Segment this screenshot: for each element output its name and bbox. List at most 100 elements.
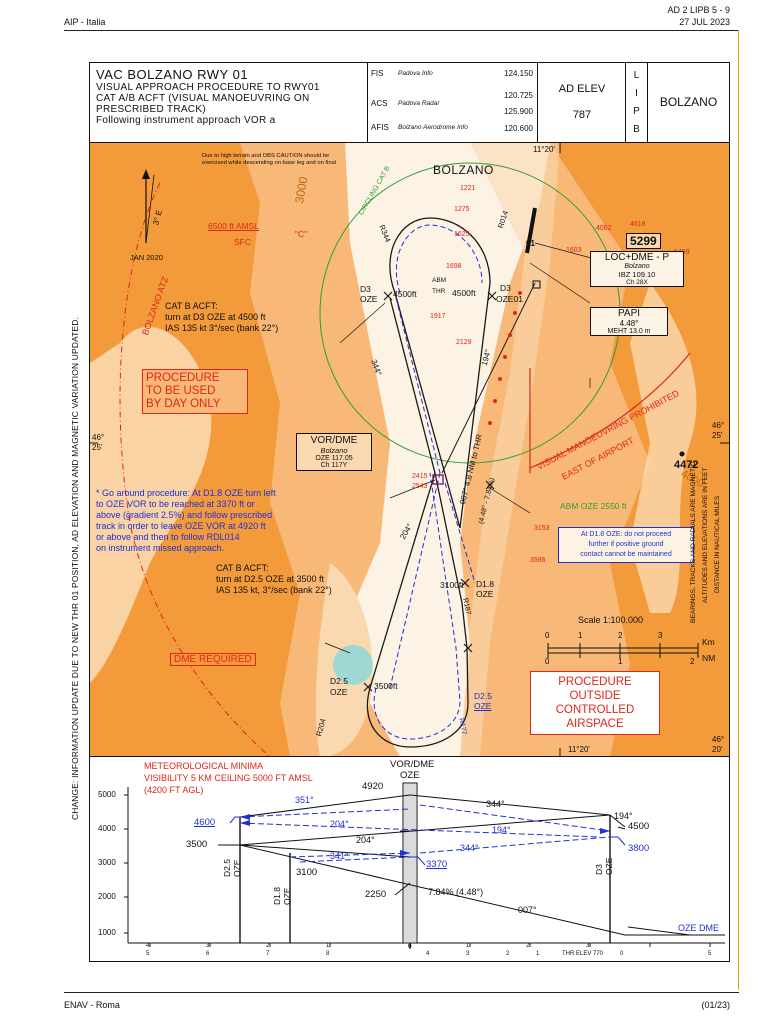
x-tick-top: 3 (206, 943, 210, 949)
track-344-leg (389, 297, 436, 474)
scale-nm-unit: NM (702, 653, 716, 663)
profile-solid-tracks (239, 794, 626, 936)
x-tick-top: 4 (146, 943, 150, 949)
loc-frequency: IBZ 109.10 (618, 270, 656, 279)
x-tick-bottom: 6 (206, 951, 210, 957)
airspace-upper-limit: 6500 ft AMSL (208, 221, 260, 231)
profile-track-351: 351° (295, 795, 314, 805)
track-344-missed (395, 297, 441, 474)
airspace-lower-limit: SFC (234, 237, 251, 247)
fix-d3-east-label: D3 (500, 283, 511, 293)
papi-box: PAPI 4.48° MEHT 13.0 m (590, 307, 668, 336)
profile-track-204: 204° (330, 819, 349, 829)
fix-d18-oze: OZE (476, 589, 494, 599)
d18-caution-box: At D1.8 OZE: do not proceed further if p… (558, 527, 694, 563)
spot-elevation: 1275 (454, 206, 470, 213)
vor-tower-hatch (404, 784, 416, 942)
outside-line: CONTROLLED AIRSPACE (555, 704, 635, 730)
alt-3500: 3500 (186, 839, 208, 850)
y-tick-2000: 2000 (98, 892, 116, 901)
alt-3800: 3800 (628, 843, 650, 854)
alt-4600: 4600 (194, 817, 216, 828)
vor-dme-box: VOR/DME Bolzano OZE 117.05 Ch 117Y (296, 433, 372, 471)
y-tick-4000: 4000 (98, 824, 116, 833)
ad-elev-label: AD ELEV (558, 83, 606, 95)
runway-surface (627, 926, 691, 936)
latitude-left-deg: 46° (92, 433, 105, 442)
d18-note-line: further if positive ground (588, 541, 664, 548)
go-around-track (444, 482, 476, 584)
profile-canvas (124, 782, 725, 949)
x-tick-top: 1 (466, 943, 470, 949)
profile-track-344-blue: 344° (460, 843, 479, 853)
footer-publisher: ENAV - Roma (64, 1000, 120, 1010)
papi-angle: 4.48° (619, 319, 639, 328)
met-minima-agl: (4200 FT AGL) (144, 785, 204, 795)
footer-rule (64, 992, 739, 993)
spot-elevation: 1625 (454, 231, 470, 238)
north-arrow (142, 169, 155, 244)
fix-d25-east-oze: OZE (474, 701, 492, 711)
track-204-missed (389, 472, 441, 689)
fix-d25-west-oze: OZE (330, 687, 348, 697)
circuit-north-loop (389, 217, 491, 529)
scale-nm-0: 0 (545, 657, 550, 666)
alt-4920: 4920 (362, 781, 384, 792)
freq-value-fis: 124.150 (504, 69, 533, 78)
chart-subtitle-4: Following instrument approach VOR a (96, 115, 276, 126)
freq-value-extra: 120.725 (504, 91, 533, 100)
x-tick-top: 0 (408, 943, 412, 950)
final-approach-track (441, 282, 536, 474)
fix-d3-west-oze: OZE (360, 294, 378, 304)
runway-01 (525, 207, 537, 254)
x-tick-bottom: 5 (146, 951, 150, 957)
header-source: AIP - Italia (64, 17, 106, 27)
freq-name-afis: Bolzano Aerodrome Info (398, 124, 468, 131)
d18-altitude: 3100ft (440, 580, 464, 590)
latitude-bottom-min: 20' (712, 745, 723, 754)
cat-b-d3-title: CAT B ACFT: (165, 301, 218, 311)
fix-d25-altitude: 3500ft (374, 681, 398, 691)
x-tick-bottom: 3 (466, 951, 470, 957)
x-tick-bottom: 0 (620, 951, 624, 957)
profile-y-ticks (124, 794, 128, 934)
abm-thr-alt: 4500ft (452, 288, 476, 298)
approach-map: Due to high terrain and OBS CAUTION shou… (90, 143, 729, 757)
fix-d3-west-alt: 4500ft (393, 289, 417, 299)
note-altitudes: ALTITUDES AND ELEVATIONS ARE IN FEET (702, 467, 709, 603)
cat-b-d3-line2: IAS 135 kt 3°/sec (bank 22°) (165, 323, 279, 333)
fix-label-d3: D3 (594, 864, 604, 875)
circuit-south-loop (366, 472, 469, 748)
spot-elevation: 2415 (412, 473, 428, 480)
scale-km-0: 0 (545, 631, 550, 640)
chart-subtitle-1: VISUAL APPROACH PROCEDURE TO RWY01 (96, 82, 320, 93)
spot-elevation: 2129 (456, 339, 472, 346)
spot-elevation: 1221 (460, 185, 476, 192)
x-tick-bottom: 2 (506, 951, 510, 957)
vor-name: Bolzano (320, 446, 348, 455)
scale-nm-2: 2 (690, 657, 695, 666)
cat-b-d3-line1: turn at D3 OZE at 4500 ft (165, 312, 266, 322)
spot-elevation: 2543 (412, 483, 428, 490)
profile-arrowheads (240, 814, 610, 856)
loc-channel: Ch 28X (626, 279, 648, 286)
go-around-line: on instrument missed approach. (96, 543, 225, 553)
fix-label-d25: D2.5 (222, 859, 232, 877)
scale-km-3: 3 (658, 631, 663, 640)
profile-track-007: 007° (518, 905, 537, 915)
icao-code: L I P B (626, 63, 648, 143)
chart-frame: VAC BOLZANO RWY 01 VISUAL APPROACH PROCE… (89, 62, 730, 962)
obstacle-caution-note: Due to high terrain and OBS CAUTION shou… (202, 153, 337, 166)
go-around-line: above (gradient 2.5%) and follow prescri… (96, 510, 273, 520)
procedure-day-line1: PROCEDURE (146, 372, 220, 384)
vor-frequency: OZE 117.05 (315, 455, 353, 462)
freq-service-fis: FIS (371, 69, 384, 78)
variation-date: JAN 2020 (130, 253, 163, 262)
footer-amendment: (01/23) (701, 1000, 730, 1010)
papi-title: PAPI (617, 308, 641, 319)
aerodrome-name-block: BOLZANO (648, 63, 729, 143)
visual-prohibited-line (529, 352, 691, 469)
profile-track-341: 341° (330, 851, 349, 861)
approach-lights (488, 291, 522, 425)
fix-label-d3-oze: OZE (604, 857, 614, 875)
